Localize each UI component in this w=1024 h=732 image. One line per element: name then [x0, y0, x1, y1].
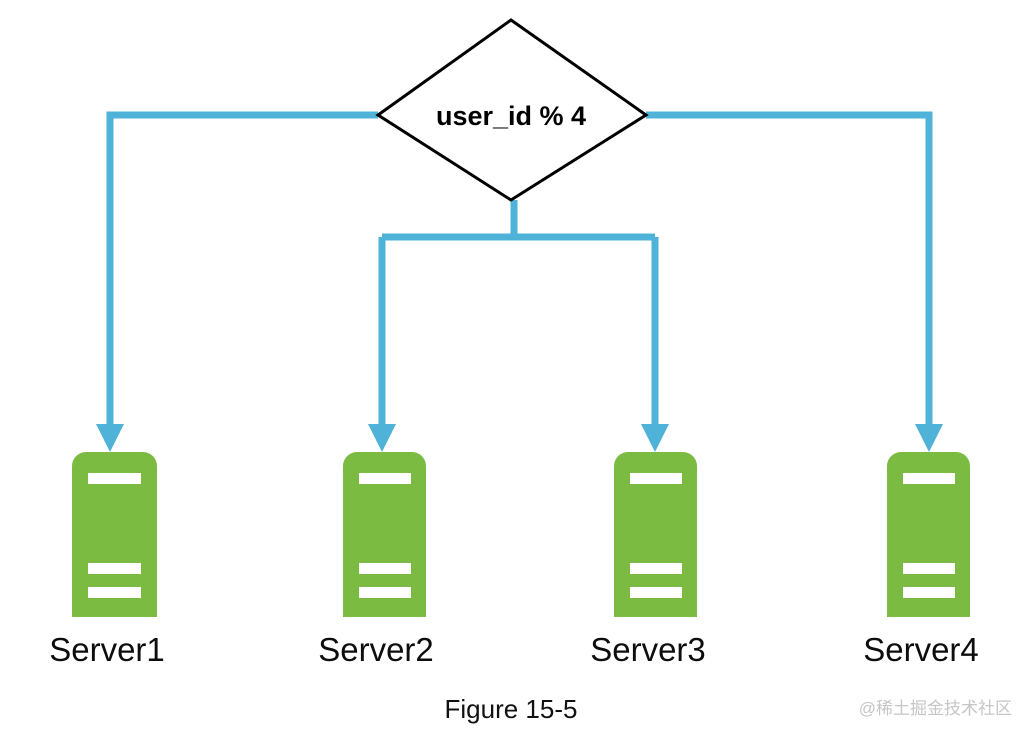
server-label: Server2	[318, 631, 434, 668]
server-bar-mid	[359, 563, 411, 574]
server-bar-mid	[88, 563, 141, 574]
server-bar-bottom	[88, 587, 141, 598]
arrowhead-server3-icon	[641, 424, 669, 452]
server-icon	[614, 452, 697, 617]
server-icon	[72, 452, 157, 617]
server-bar-mid	[630, 563, 682, 574]
server-bar-top	[359, 473, 411, 484]
decision-node[interactable]: user_id % 4	[375, 18, 649, 202]
arrowhead-server4-icon	[915, 424, 943, 452]
server-bar-top	[630, 473, 682, 484]
server-label: Server4	[863, 631, 979, 668]
diamond-shape-icon	[375, 18, 649, 202]
server-bar-top	[88, 473, 141, 484]
server-node-4[interactable]: Server4	[863, 452, 979, 668]
server-node-3[interactable]: Server3	[590, 452, 706, 668]
decision-label: user_id % 4	[436, 101, 586, 131]
server-node-1[interactable]: Server1	[49, 452, 165, 668]
server-bar-bottom	[359, 587, 411, 598]
server-label: Server1	[49, 631, 165, 668]
server-node-2[interactable]: Server2	[318, 452, 434, 668]
server-icon	[887, 452, 970, 617]
server-label: Server3	[590, 631, 706, 668]
server-bar-mid	[903, 563, 955, 574]
server-bar-bottom	[630, 587, 682, 598]
connector-group	[106, 111, 933, 425]
connector-to-server4	[646, 111, 933, 425]
arrowhead-group	[96, 424, 943, 452]
watermark: @稀土掘金技术社区	[859, 699, 1012, 718]
server-bar-bottom	[903, 587, 955, 598]
connector-to-server1	[106, 111, 378, 425]
figure-caption: Figure 15-5	[445, 694, 578, 724]
arrowhead-server1-icon	[96, 424, 124, 452]
server-bar-top	[903, 473, 955, 484]
server-icon	[343, 452, 426, 617]
arrowhead-server2-icon	[368, 424, 396, 452]
